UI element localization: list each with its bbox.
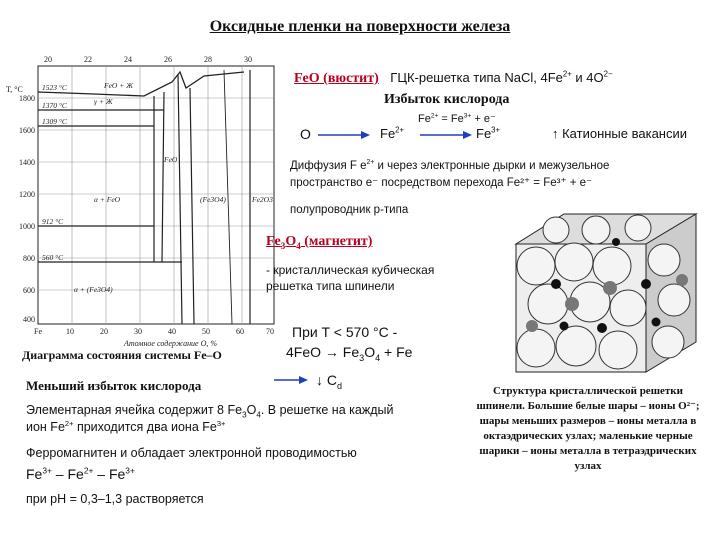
oxygen-label: O [300,126,311,142]
top-tick: 24 [124,55,132,64]
y-tick: 1800 [19,94,35,103]
phase-label: α + FeO [94,195,121,204]
excess-oxygen: Избыток кислорода [384,92,510,107]
arrow-right [318,131,370,139]
valence-sequence: Fe3+ – Fe2+ – Fe3+ [26,465,135,482]
dissolve-text: при pH = 0,3–1,3 растворяется [26,492,204,506]
y-tick: 400 [23,315,35,324]
top-tick: 22 [84,55,92,64]
diffusion-text: Диффузия F e2+ и через электронные дырки… [290,159,610,189]
semiconductor-type: полупроводник p-типа [290,204,409,216]
temp-label: 912 °C [42,217,64,226]
wustite-name: FeO (вюстит) [294,71,379,86]
x-tick: 10 [66,327,74,336]
x-tick: 50 [202,327,210,336]
phase-label: FeO + Ж [103,81,134,90]
y-tick: 600 [23,286,35,295]
wustite-header: FeO (вюстит) ГЦК-решетка типа NaCl, 4Fe2… [294,70,613,87]
wustite-lattice: ГЦК-решетка типа NaCl, 4Fe2+ и 4O2− [390,69,613,85]
fe-o-phase-diagram: 20 22 24 26 28 30 T, °C 1800 1600 1400 1… [6,55,275,348]
y-tick: 800 [23,254,35,263]
phase-label: (Fe3O4) [200,195,226,204]
arrow-right [274,376,308,384]
less-oxygen: Меньший избыток кислорода [26,378,202,393]
phase-label: FeO [163,155,178,164]
spinel-caption: Структура кристаллической решетки шпинел… [476,385,700,472]
magnetite-equation: 4FeO → Fe3O4 + Fe [286,344,413,363]
cd-decrease: ↓ Cd [316,372,343,391]
temp-label: 1370 °C [42,101,68,110]
top-tick: 30 [244,55,252,64]
magnetite-condition: При T < 570 °C - [292,324,398,340]
x-tick: 60 [236,327,244,336]
page-title: Оксидные пленки на поверхности железа [209,18,511,35]
cation-vacancies: ↑ Катионные вакансии [552,126,688,141]
arrow-right [420,131,472,139]
diagram-caption: Диаграмма состояния системы Fe–O [22,348,222,362]
ferrimagnetic-text: Ферромагнитен и обладает электронной про… [26,446,357,460]
fe2-label: Fe2+ [380,125,405,141]
y-tick: 1600 [19,126,35,135]
y-tick: 1400 [19,158,35,167]
x-tick: 40 [168,327,176,336]
y-tick: 1200 [19,190,35,199]
x-tick: 70 [266,327,274,336]
x-tick: 30 [134,327,142,336]
top-tick: 26 [164,55,172,64]
temp-label: 560 °C [42,253,64,262]
top-tick: 20 [44,55,52,64]
phase-label: α + (Fe3O4) [74,285,113,294]
spinel-structure-image [514,213,698,373]
fe3-label: Fe3+ [476,125,501,141]
reaction-top: Fe2+ = Fe3+ + e⁻ [418,112,496,125]
top-tick: 28 [204,55,212,64]
phase-label: Fe2O3 [251,195,273,204]
x-axis-label: Атомное содержание O, % [123,339,217,348]
diagram-frame [37,65,275,325]
x-tick: 20 [100,327,108,336]
unit-cell-text: Элементарная ячейка содержит 8 Fe3O4. В … [26,403,394,434]
temp-label: 1309 °C [42,117,68,126]
magnetite-name: Fe3O4 (магнетит) [266,234,373,251]
temp-label: 1523 °C [42,83,68,92]
phase-label: γ + Ж [94,97,114,106]
x-tick: Fe [34,327,42,336]
y-tick: 1000 [19,222,35,231]
y-unit: T, °C [6,85,23,94]
magnetite-desc: - кристаллическая кубическая решетка тип… [266,263,435,293]
